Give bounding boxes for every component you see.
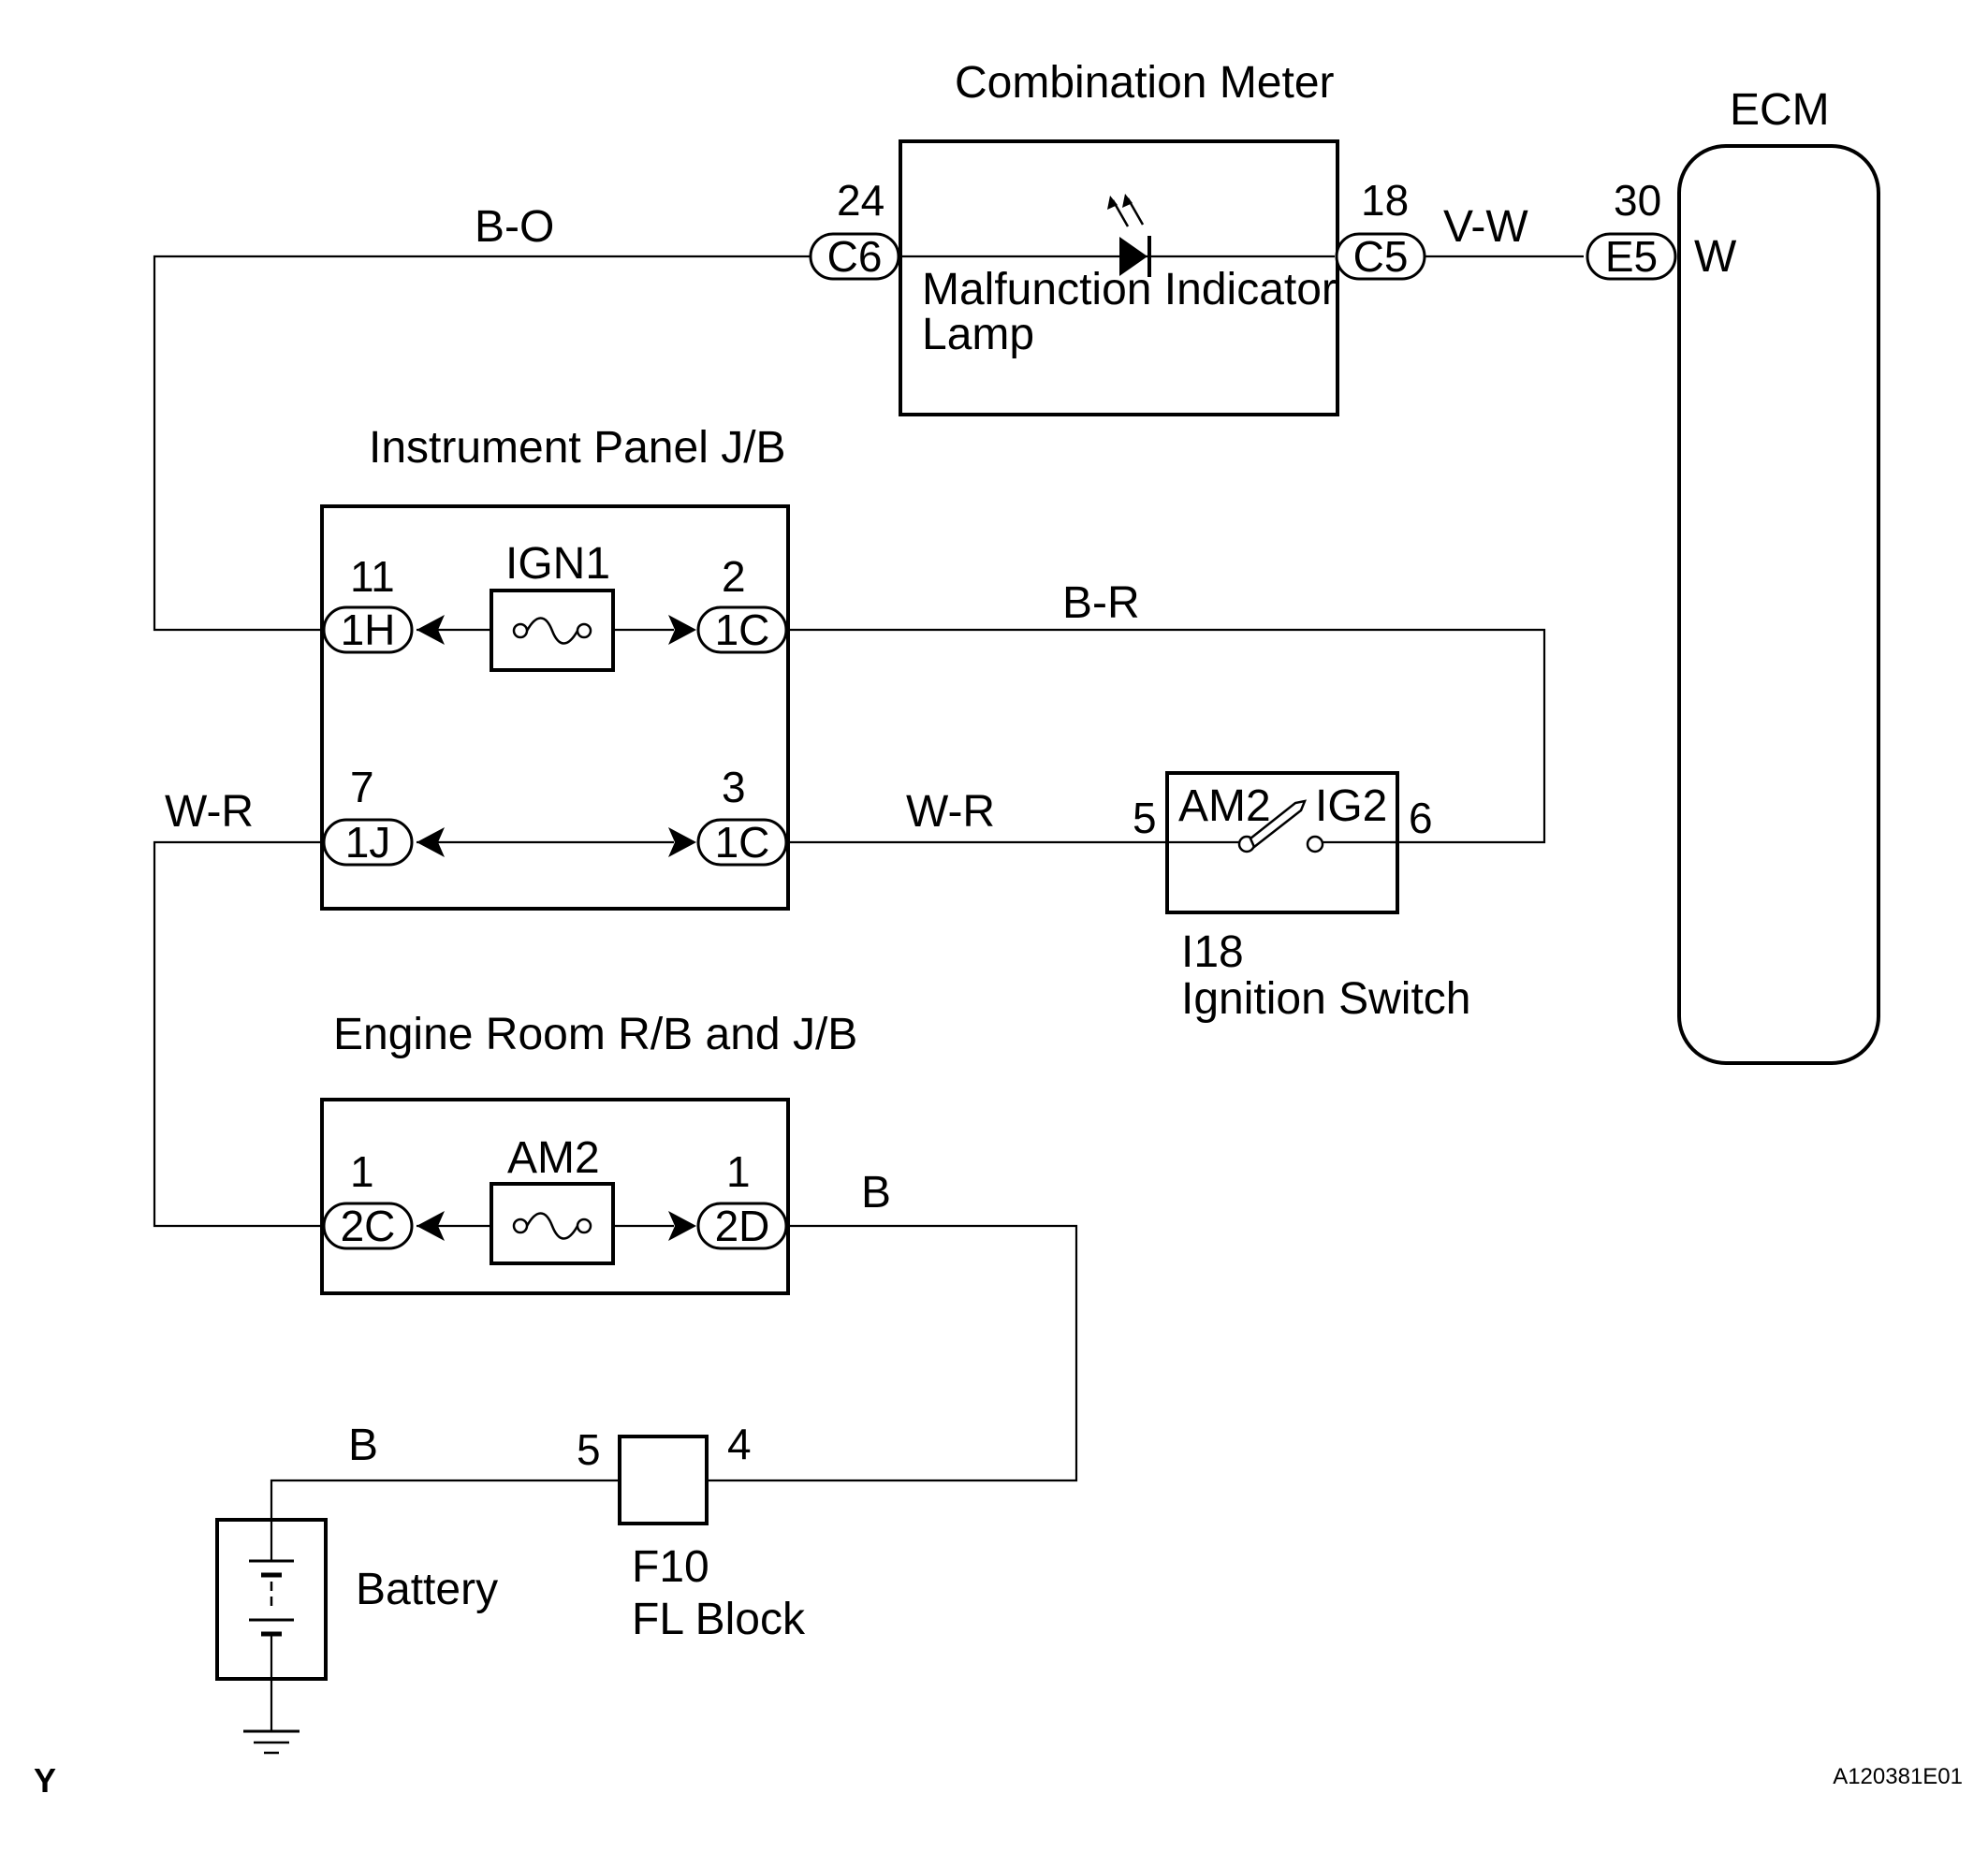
wire-label-b-right: B xyxy=(861,1168,891,1218)
wire-label-b-r: B-R xyxy=(1062,578,1140,628)
wire-label-w-r-mid: W-R xyxy=(906,787,995,837)
engine-room-rb-jb-box xyxy=(320,1098,790,1295)
connector-c5-pin: 18 xyxy=(1361,176,1409,225)
wire-b-right xyxy=(707,1224,1078,1482)
connector-e5-pin: 30 xyxy=(1614,176,1661,225)
wire-label-b-o: B-O xyxy=(475,202,554,252)
connector-1c-top-pin: 2 xyxy=(722,552,746,601)
connector-2c-pin: 1 xyxy=(350,1147,374,1196)
terminal-arrow-icon xyxy=(417,1211,445,1241)
wire-label-b-battery: B xyxy=(348,1421,378,1470)
connector-c5-id: C5 xyxy=(1353,232,1409,281)
instrument-panel-jb-box xyxy=(320,504,790,911)
connector-1c-top: 1C 2 xyxy=(668,552,788,654)
terminal-arrow-icon xyxy=(417,615,445,645)
wire-label-w-r-left: W-R xyxy=(165,787,254,837)
battery: Battery xyxy=(215,1518,498,1681)
battery-cell-icon xyxy=(249,1520,294,1679)
ecm-box xyxy=(1677,144,1880,1065)
combination-meter: Combination Meter Malfunction Indicator … xyxy=(899,58,1339,416)
switch-lever-icon xyxy=(1237,799,1324,853)
battery-label: Battery xyxy=(356,1565,498,1614)
terminal-arrow-icon xyxy=(668,615,696,645)
connector-1c-top-id: 1C xyxy=(715,605,770,654)
connector-c5: C5 18 xyxy=(1335,176,1426,281)
ignition-switch-name: Ignition Switch xyxy=(1181,974,1471,1024)
ecm-terminal-label: W xyxy=(1694,232,1737,282)
wiring xyxy=(153,255,1584,1731)
ground-icon xyxy=(243,1729,300,1755)
connector-2d: 2D 1 xyxy=(668,1147,788,1250)
led-icon xyxy=(1107,194,1151,277)
fuse-am2-box xyxy=(490,1182,615,1265)
engine-room-rb-jb: Engine Room R/B and J/B AM2 2C 1 2D 1 xyxy=(320,1010,857,1295)
connector-1h-id: 1H xyxy=(341,605,396,654)
instrument-panel-jb-title: Instrument Panel J/B xyxy=(369,423,786,473)
wire-b-battery xyxy=(270,1479,620,1520)
connector-1c-bottom-id: 1C xyxy=(715,818,770,867)
connector-1j-id: 1J xyxy=(345,818,391,867)
connector-1j: 1J 7 xyxy=(322,763,445,867)
lamp-label-line1: Malfunction Indicator xyxy=(922,265,1337,314)
switch-contact-ig2: IG2 xyxy=(1315,781,1387,831)
wire-label-v-w: V-W xyxy=(1443,202,1528,252)
ignition-switch-code: I18 xyxy=(1181,927,1244,977)
switch-contact-am2: AM2 xyxy=(1178,781,1271,831)
wire-b-r xyxy=(786,628,1546,844)
fuse-ign1-label: IGN1 xyxy=(505,539,610,589)
terminal-arrow-icon xyxy=(417,827,445,857)
connector-c6: C6 24 xyxy=(809,176,900,281)
footer-mark: Y xyxy=(34,1761,56,1800)
combination-meter-title: Combination Meter xyxy=(955,58,1335,108)
connector-2d-pin: 1 xyxy=(726,1147,751,1196)
ecm: ECM W xyxy=(1677,85,1880,1065)
fl-block-name: FL Block xyxy=(632,1595,806,1644)
connector-2c-id: 2C xyxy=(341,1202,396,1250)
connector-c6-id: C6 xyxy=(827,232,883,281)
ignition-switch: AM2 IG2 5 6 I18 Ignition Switch xyxy=(1133,771,1471,1024)
wire-w-r-left xyxy=(153,840,324,1228)
fl-block-pin-left: 5 xyxy=(577,1425,601,1474)
fl-block-code: F10 xyxy=(632,1542,709,1592)
connector-c6-pin: 24 xyxy=(837,176,884,225)
connector-e5-id: E5 xyxy=(1605,232,1658,281)
switch-pin-right: 6 xyxy=(1409,794,1433,842)
connector-1c-bottom-pin: 3 xyxy=(722,763,746,811)
terminal-arrow-icon xyxy=(668,827,696,857)
figure-code: A120381E01 xyxy=(1833,1764,1963,1789)
connector-1h-pin: 11 xyxy=(350,552,395,601)
ecm-title: ECM xyxy=(1730,85,1830,135)
connector-1h: 1H 11 xyxy=(322,552,445,654)
combination-meter-box xyxy=(899,139,1339,416)
instrument-panel-jb: Instrument Panel J/B IGN1 1H 11 1C 2 1J xyxy=(320,423,790,911)
switch-pin-left: 5 xyxy=(1133,794,1157,842)
fl-block-box xyxy=(618,1435,709,1525)
connector-1c-bottom: 1C 3 xyxy=(668,763,788,867)
fl-block-pin-right: 4 xyxy=(727,1420,752,1468)
engine-room-rb-jb-title: Engine Room R/B and J/B xyxy=(333,1010,857,1059)
fuse-am2-label: AM2 xyxy=(507,1133,600,1183)
connector-e5: E5 30 xyxy=(1586,176,1677,281)
connector-1j-pin: 7 xyxy=(350,763,374,811)
fuse-ign1-box xyxy=(490,589,615,672)
fuse-ign1-icon xyxy=(512,617,592,645)
lamp-label-line2: Lamp xyxy=(922,310,1034,359)
terminal-arrow-icon xyxy=(668,1211,696,1241)
connector-2c: 2C 1 xyxy=(322,1147,445,1250)
wire-b-o xyxy=(153,255,811,632)
connector-2d-id: 2D xyxy=(715,1202,770,1250)
fl-block: 5 4 F10 FL Block xyxy=(577,1420,806,1644)
fuse-am2-icon xyxy=(512,1212,592,1240)
